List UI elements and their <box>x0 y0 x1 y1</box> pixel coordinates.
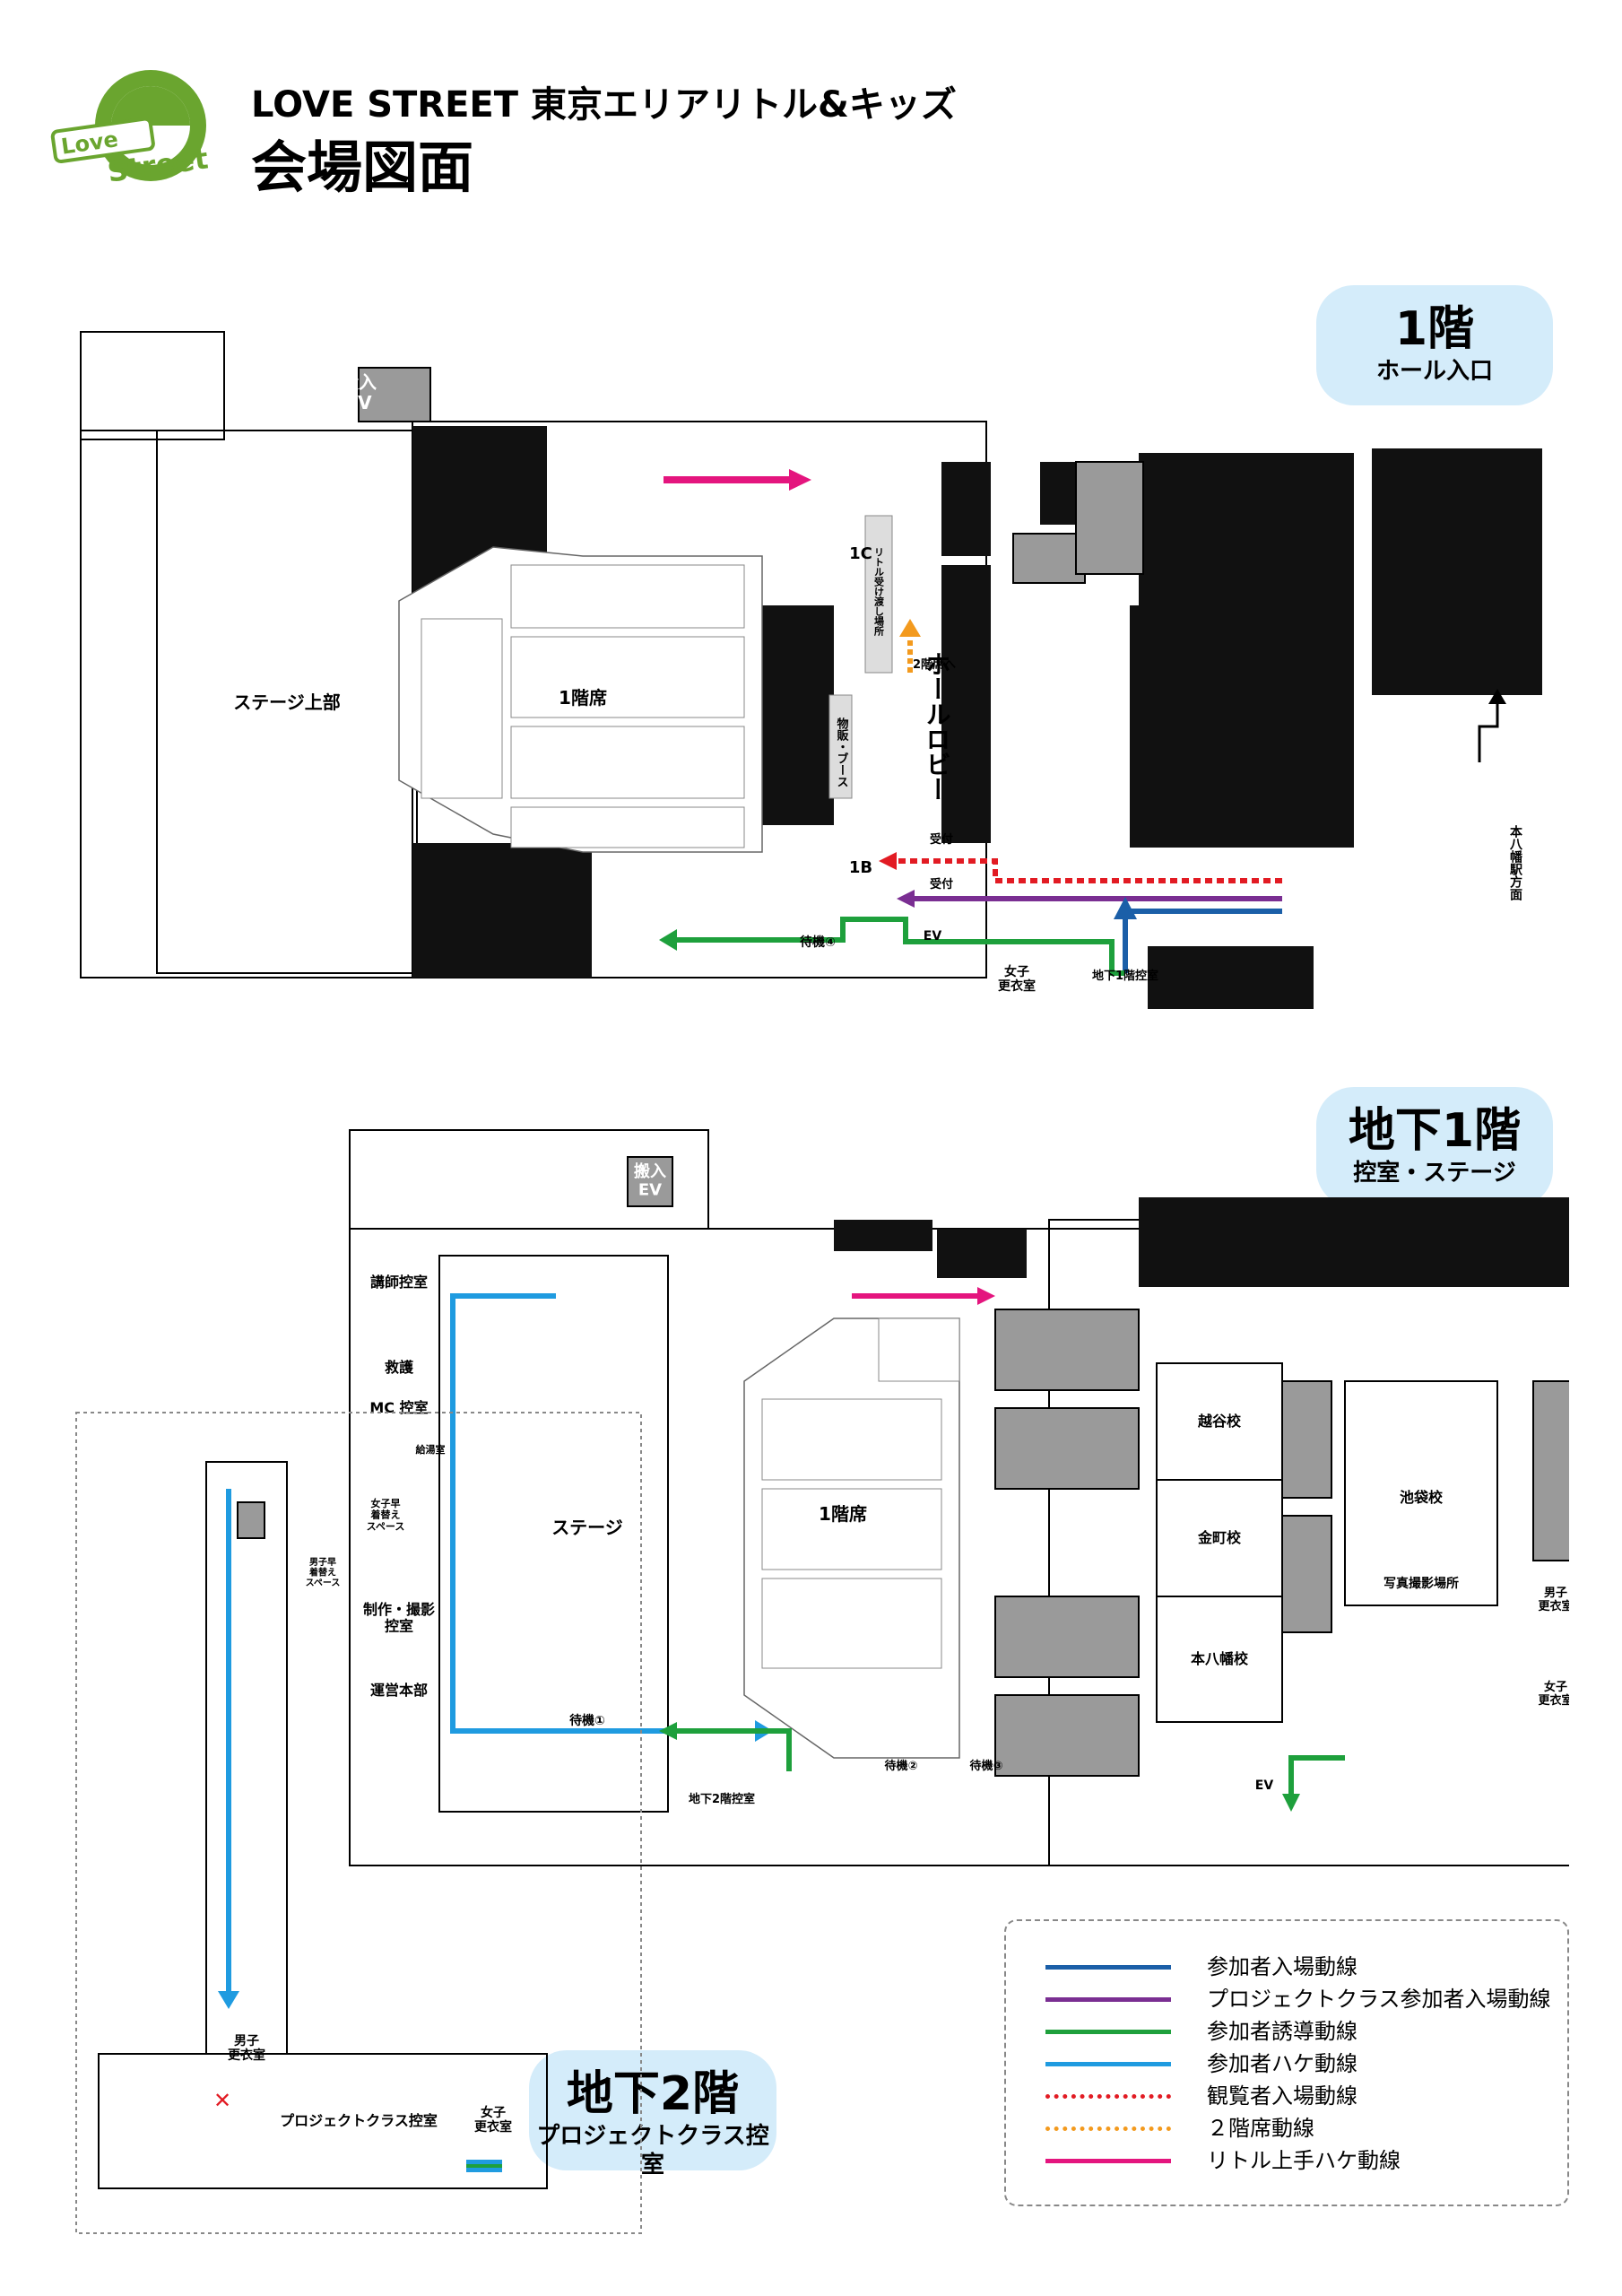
kanamachi-label: 金町校 <box>1197 1529 1242 1546</box>
floor-name: 地下1階 <box>1348 1104 1522 1158</box>
legend: 参加者入場動線プロジェクトクラス参加者入場動線参加者誘導動線参加者ハケ動線観覧者… <box>1004 1919 1569 2206</box>
waiting-1-label: 待機① <box>569 1713 605 1728</box>
love-street-logo: Love Street <box>50 70 210 189</box>
waiting-4-label: 待機④ <box>800 935 836 950</box>
floor-badge-b1: 地下1階 控室・ステージ <box>1316 1087 1553 1207</box>
water-supply-label: 給湯室 <box>416 1443 446 1456</box>
photo-spot-label: 写真撮影場所 <box>1383 1576 1459 1591</box>
stage-label: ステージ <box>551 1517 623 1538</box>
legend-label: ２階席動線 <box>1207 2116 1314 2141</box>
floor-subtitle: ホール入口 <box>1375 358 1493 385</box>
first-aid-label: 救護 <box>385 1359 414 1376</box>
station-direction-label: 本八幡駅方面 <box>1508 824 1523 901</box>
floor-subtitle: 控室・ステージ <box>1353 1160 1516 1187</box>
legend-swatch <box>1045 1997 1171 2002</box>
legend-label: 参加者入場動線 <box>1207 1954 1357 1979</box>
legend-swatch <box>1045 2062 1171 2066</box>
women-quick-change-label: 女子早着替えスペース <box>367 1497 405 1532</box>
floor-badge-b2: 地下2階 プロジェクトクラス控室 <box>529 2050 776 2179</box>
legend-label: 参加者誘導動線 <box>1207 2019 1357 2044</box>
koshigaya-label: 越谷校 <box>1197 1413 1242 1430</box>
door-1c-label: 1C <box>849 544 872 563</box>
seats-label: 1階席 <box>819 1503 867 1525</box>
project-room-label: プロジェクトクラス控室 <box>280 2112 438 2129</box>
door-1b-label: 1B <box>849 858 872 877</box>
hq-label: 運営本部 <box>370 1682 428 1699</box>
waiting-3-label: 待機③ <box>968 1759 1002 1773</box>
svg-text:✕: ✕ <box>213 2088 231 2113</box>
legend-label: プロジェクトクラス参加者入場動線 <box>1207 1987 1551 2012</box>
reception-label-1: 受付 <box>930 832 953 847</box>
women-dressing-label: 女子更衣室 <box>1538 1680 1569 1708</box>
b1-waiting-label: 地下1階控室 <box>1092 969 1158 983</box>
waiting-2-label: 待機② <box>883 1759 917 1773</box>
ikebukuro-label: 池袋校 <box>1400 1489 1444 1506</box>
legend-label: 観覧者入場動線 <box>1207 2083 1357 2109</box>
floor-plan-b2: ✕ 男子更衣室 プロジェクトクラス控室 女子更衣室 <box>75 1412 642 2234</box>
reception-label-2: 受付 <box>930 877 953 891</box>
women-dressing-label: 女子更衣室 <box>998 964 1036 994</box>
merch-booth-label: 物販・ブース <box>835 717 849 787</box>
floor-subtitle: プロジェクトクラス控室 <box>536 2123 769 2179</box>
men-quick-change-label: 男子早着替えスペース <box>306 1557 341 1588</box>
header: Love Street LOVE STREET 東京エリアリトル&キッズ 会場図… <box>45 63 1031 200</box>
legend-label: リトル上手ハケ動線 <box>1207 2148 1401 2173</box>
to-2f-label: 2階席へ <box>913 657 956 672</box>
seats-label: 1階席 <box>559 687 607 709</box>
floor-name: 1階 <box>1394 302 1475 356</box>
floor-name: 地下2階 <box>566 2067 740 2121</box>
legend-label: 参加者ハケ動線 <box>1207 2051 1357 2076</box>
women-dressing-label: 女子更衣室 <box>474 2105 512 2135</box>
ev-label: EV <box>924 929 942 944</box>
event-title: LOVE STREET 東京エリアリトル&キッズ <box>251 84 957 126</box>
production-room-label: 制作・撮影控室 <box>363 1601 435 1634</box>
page-title: 会場図面 <box>251 135 474 200</box>
legend-swatch <box>1045 2094 1171 2099</box>
b2-waiting-label: 地下2階控室 <box>689 1792 755 1806</box>
little-pickup-label: リトル受け渡し場所 <box>873 547 885 637</box>
hall-lobby-label: ホールロビー <box>923 651 952 802</box>
motoyawata-label: 本八幡校 <box>1191 1650 1249 1667</box>
legend-swatch <box>1045 2126 1171 2131</box>
instructor-room-label: 講師控室 <box>370 1274 428 1291</box>
legend-swatch <box>1045 2030 1171 2034</box>
stage-upper-label: ステージ上部 <box>233 691 341 713</box>
legend-swatch <box>1045 2159 1171 2163</box>
ev-label: EV <box>1255 1779 1274 1793</box>
floor-badge-1f: 1階 ホール入口 <box>1316 285 1553 405</box>
men-dressing-label: 男子更衣室 <box>1538 1587 1569 1613</box>
men-dressing-label: 男子更衣室 <box>228 2034 265 2063</box>
legend-swatch <box>1045 1965 1171 1970</box>
